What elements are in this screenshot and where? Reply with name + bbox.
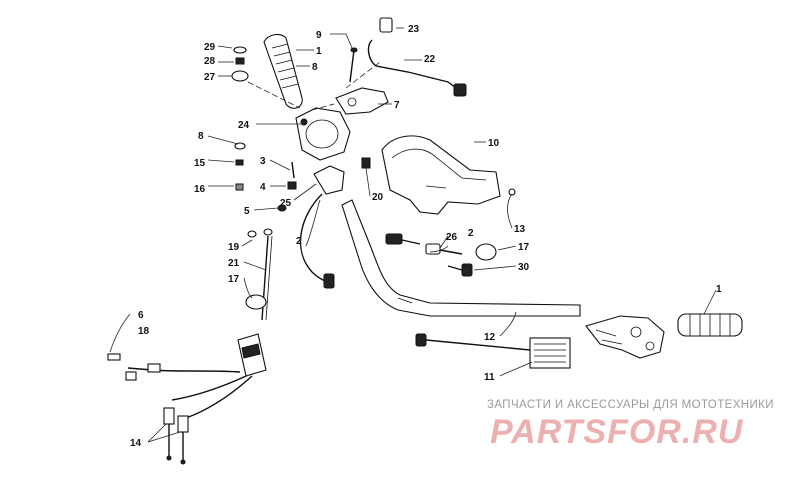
callout-label: 12: [484, 332, 496, 343]
cable-ends: [107, 353, 189, 465]
mounting-bolt: [349, 47, 358, 83]
cable-tie-right: [475, 243, 497, 261]
left-grip: [263, 33, 303, 109]
heater-wire-harness: [367, 39, 467, 97]
callout-label: 28: [204, 56, 216, 67]
callout-label: 14: [130, 438, 142, 449]
callout-label: 29: [204, 42, 216, 53]
hand-guard-clip: [361, 157, 371, 169]
callout-label: 22: [424, 54, 436, 65]
left-fasteners: [234, 142, 246, 191]
callout-label: 13: [514, 224, 526, 235]
grip-heater-element: [415, 333, 571, 369]
right-brake-housing: [585, 315, 665, 359]
callout-label: 20: [372, 192, 384, 203]
callout-label: 3: [260, 156, 266, 167]
callout-label: 17: [228, 274, 240, 285]
watermark-tagline: ЗАПЧАСТИ И АКСЕССУАРЫ ДЛЯ МОТОТЕХНИКИ: [487, 399, 774, 411]
switch-connector: [323, 273, 335, 289]
throttle-housing: [295, 107, 351, 161]
callout-label: 2: [296, 236, 302, 247]
kill-switch-module: [313, 165, 345, 195]
callout-label: 26: [446, 232, 458, 243]
callout-label: 11: [484, 372, 495, 383]
callout-label: 8: [312, 62, 318, 73]
callout-label: 9: [316, 30, 322, 41]
assembly-center-lines: [247, 61, 381, 111]
callout-label: 17: [518, 242, 530, 253]
callout-label: 25: [280, 198, 292, 209]
callout-label: 6: [138, 310, 144, 321]
cable-tie-left: [245, 294, 267, 310]
hand-guard: [381, 135, 501, 215]
switch-wire: [299, 193, 333, 285]
callout-label: 18: [138, 326, 150, 337]
connector-30: [447, 263, 473, 277]
callout-label: 1: [316, 46, 322, 57]
callout-label: 16: [194, 184, 206, 195]
callout-label: 4: [260, 182, 266, 193]
callout-label: 8: [198, 131, 204, 142]
clip-19: [247, 230, 257, 238]
callout-label: 24: [238, 120, 250, 131]
callout-label: 7: [394, 100, 400, 111]
handlebar: [341, 199, 581, 317]
cable-splitter: [127, 333, 267, 419]
callout-label: 15: [194, 158, 206, 169]
callout-label: 1: [716, 284, 722, 295]
callout-label: 2: [468, 228, 474, 239]
callout-label: 10: [488, 138, 500, 149]
callout-label: 27: [204, 72, 216, 83]
callout-labels: 1 1 2 2 3 4 5 6 7 8 8 9 10 11 12 13 14 1…: [130, 24, 722, 449]
callout-label: 5: [244, 206, 250, 217]
callout-label: 23: [408, 24, 420, 35]
callout-label: 30: [518, 262, 530, 273]
callout-label: 19: [228, 242, 240, 253]
fastener-stack: [231, 46, 249, 82]
right-grip: [677, 313, 743, 337]
leader-lines: [109, 27, 717, 443]
throttle-block: [335, 87, 389, 115]
screw-13: [508, 188, 516, 196]
callout-label: 21: [228, 258, 240, 269]
harness-connector: [379, 17, 393, 33]
watermark-logo: PARTSFOR.RU: [490, 413, 744, 451]
